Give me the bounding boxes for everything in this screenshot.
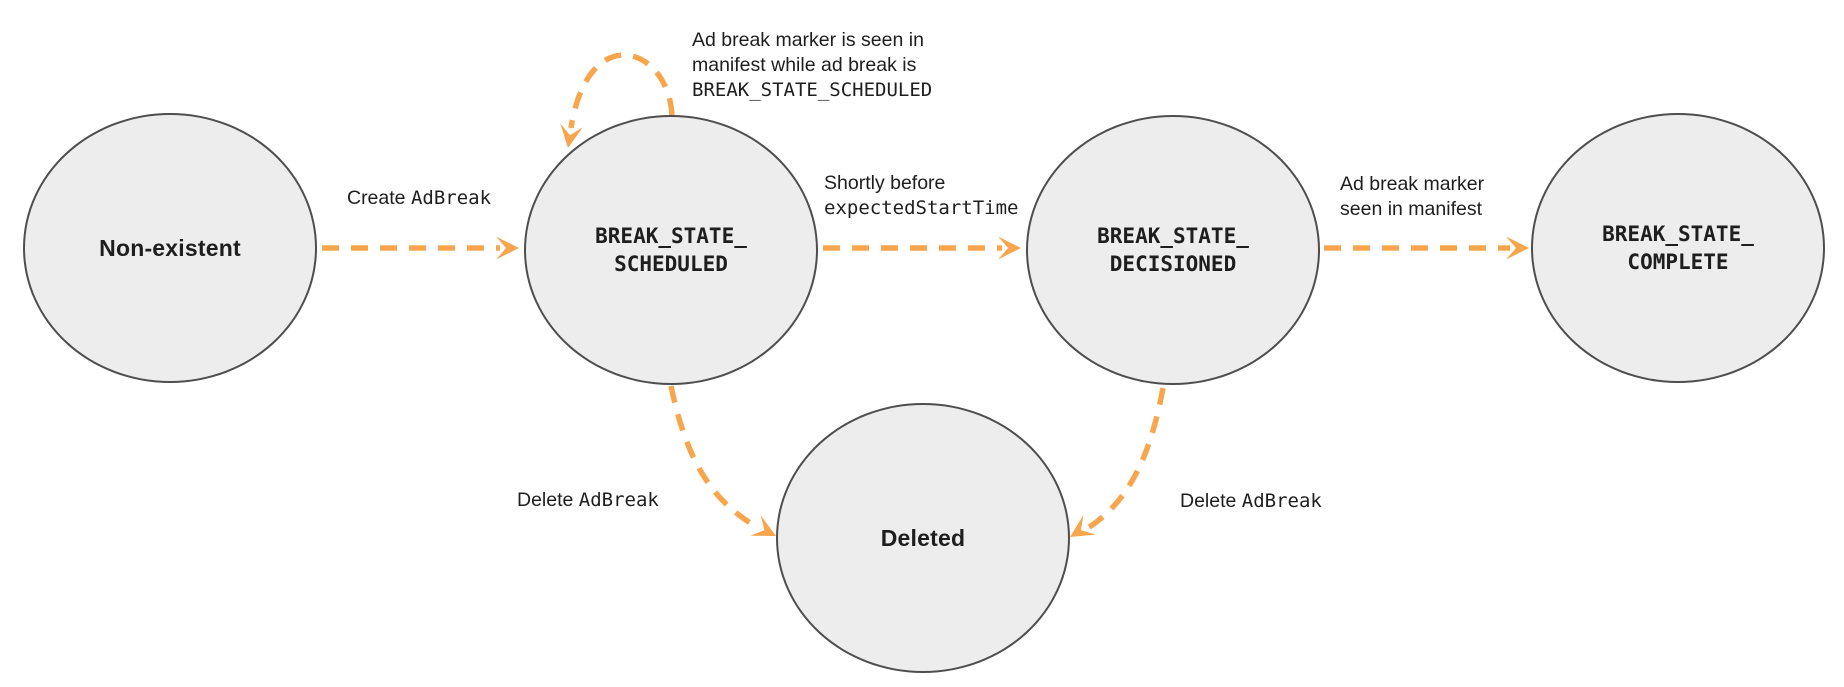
state-node-break-state-complete: BREAK_STATE_ COMPLETE: [1531, 113, 1825, 383]
state-label-non-existent: Non-existent: [99, 234, 241, 261]
transition-label-shortly-before: Shortly before expectedStartTime: [824, 171, 1018, 221]
transition-delete-from-scheduled-arrowhead-icon: [750, 515, 776, 536]
transition-label-delete-left-code: AdBreak: [578, 489, 659, 511]
state-node-break-state-scheduled: BREAK_STATE_ SCHEDULED: [524, 115, 818, 385]
state-node-non-existent: Non-existent: [23, 113, 317, 383]
transition-label-expected-start-time-code: expectedStartTime: [824, 197, 1019, 219]
transition-delete-from-decisioned-arrowhead-icon: [1070, 515, 1096, 537]
transition-label-delete-left-text: Delete: [517, 489, 579, 511]
transition-label-selfloop: Ad break marker is seen in manifest whil…: [692, 28, 932, 103]
transition-label-shortly-before-text: Shortly before: [824, 172, 946, 194]
transition-selfloop-arrowhead-icon: [560, 123, 583, 148]
transition-label-create-text: Create: [346, 187, 411, 209]
transition-complete: [1324, 236, 1529, 260]
transition-decision: [823, 236, 1021, 260]
transition-label-delete-adbreak-left: Delete AdBreak: [517, 488, 659, 513]
transition-delete-from-decisioned: [1070, 387, 1166, 537]
state-label-scheduled-line1: BREAK_STATE_: [595, 224, 747, 248]
transition-label-create-adbreak: Create AdBreak: [319, 186, 519, 211]
state-label-scheduled-line2: SCHEDULED: [614, 252, 728, 276]
transition-label-selfloop-code: BREAK_STATE_SCHEDULED: [692, 79, 933, 101]
transition-complete-arrowhead-icon: [1506, 236, 1529, 260]
transition-label-marker-seen: Ad break marker seen in manifest: [1340, 172, 1484, 222]
transition-delete-from-scheduled: [668, 385, 776, 536]
transition-label-selfloop-line1: Ad break marker is seen in: [692, 29, 924, 51]
state-node-break-state-decisioned: BREAK_STATE_ DECISIONED: [1026, 115, 1320, 385]
transition-delete-from-scheduled-line: [668, 385, 759, 530]
transition-selfloop-line: [568, 52, 675, 129]
transition-delete-from-decisioned-line: [1086, 387, 1166, 531]
state-label-deleted: Deleted: [880, 524, 966, 551]
transition-label-selfloop-line2: manifest while ad break is: [692, 54, 917, 76]
state-node-deleted: Deleted: [776, 403, 1070, 673]
transition-create-adbreak: [322, 236, 519, 260]
transition-label-marker-seen-line2: seen in manifest: [1340, 198, 1482, 220]
transition-selfloop-scheduled: [560, 52, 675, 148]
state-label-complete-line2: COMPLETE: [1627, 250, 1729, 274]
transition-label-create-code: AdBreak: [410, 187, 492, 209]
transition-label-delete-right-code: AdBreak: [1241, 490, 1322, 512]
state-label-decisioned-line2: DECISIONED: [1109, 252, 1237, 276]
state-label-complete-line1: BREAK_STATE_: [1602, 222, 1754, 246]
transition-label-delete-adbreak-right: Delete AdBreak: [1180, 489, 1322, 514]
transition-decision-arrowhead-icon: [998, 236, 1021, 260]
state-label-decisioned-line1: BREAK_STATE_: [1097, 224, 1249, 248]
transition-label-marker-seen-line1: Ad break marker: [1340, 173, 1485, 195]
transition-create-adbreak-arrowhead-icon: [496, 236, 519, 260]
transition-label-delete-right-text: Delete: [1180, 490, 1242, 512]
